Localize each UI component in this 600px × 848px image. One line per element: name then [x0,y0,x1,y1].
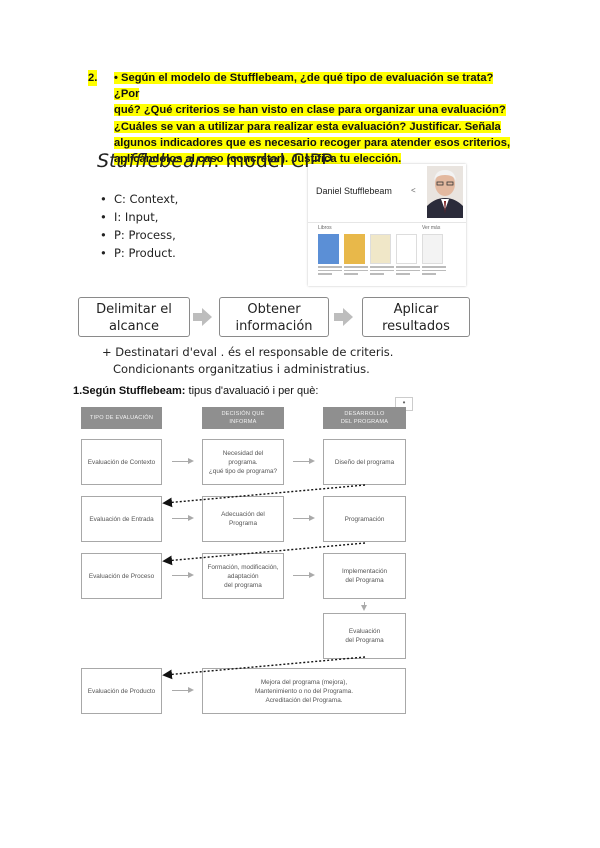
book-cover[interactable] [318,234,339,264]
question-line: ¿Cuáles se van a utilizar para realizar … [114,120,501,133]
box-evaluacion-entrada: Evaluación de Entrada [81,496,162,542]
box-programacion: Programación [323,496,406,542]
arrow-right-icon [172,687,194,695]
box-evaluacion-producto: Evaluación de Producto [81,668,162,714]
question-text: • Según el modelo de Stufflebeam, ¿de qu… [114,70,520,167]
notes: + Destinatari d'eval . és el responsable… [102,344,393,378]
divider [308,222,466,223]
question-line: qué? ¿Qué criterios se han visto en clas… [114,104,506,117]
header-tipo: TIPO DE EVALUACIÓN [81,407,162,429]
arrow-right-icon [172,458,194,466]
cipp-item: C: Context, [100,190,178,208]
books-label: Libros [318,225,332,231]
box-mejora-programa: Mejora del programa (mejora),Mantenimien… [202,668,406,714]
question-line: • Según el modelo de Stufflebeam, ¿de qu… [114,72,494,101]
arrow-right-icon [172,515,194,523]
note-line: + Destinatari d'eval . és el responsable… [102,345,394,359]
cipp-title: Stufflebeam: model CIPP [97,150,333,172]
box-evaluacion-contexto: Evaluación de Contexto [81,439,162,485]
flow-arrow-icon [334,308,353,326]
cipp-item: P: Process, [100,226,178,244]
note-line: Condicionants organitzatius i administra… [113,362,370,376]
cipp-item: P: Product. [100,244,178,262]
share-icon[interactable]: < [411,186,416,195]
book-cover[interactable] [396,234,417,264]
cipp-list: C: Context, I: Input, P: Process, P: Pro… [100,190,178,262]
feedback-arrows [162,484,366,680]
book-caption [422,266,446,280]
arrow-down-icon [361,602,369,611]
arrow-right-icon [293,515,315,523]
book-caption [396,266,420,280]
book-cover[interactable] [422,234,443,264]
section-heading: 1.Según Stufflebeam: tipus d'avaluació i… [73,385,319,397]
book-caption [344,266,368,280]
question-line: aplicándolos al caso (concretar). Justif… [114,153,402,166]
more-label[interactable]: Ver más [422,225,441,231]
question-number: 2. [88,70,98,87]
question-line: algunos indicadores que es necesario rec… [114,136,511,149]
box-evaluacion-proceso: Evaluación de Proceso [81,553,162,599]
card-name: Daniel Stufflebeam [316,186,392,196]
book-caption [370,266,394,280]
question-block: 2. • Según el modelo de Stufflebeam, ¿de… [88,70,520,167]
book-cover[interactable] [344,234,365,264]
cipp-item: I: Input, [100,208,178,226]
book-caption [318,266,342,280]
arrow-right-icon [172,572,194,580]
portrait-photo [427,166,463,218]
arrow-right-icon [293,458,315,466]
knowledge-card: Daniel Stufflebeam < Libros Ver más [308,164,466,286]
flow-arrow-icon [193,308,212,326]
book-cover[interactable] [370,234,391,264]
arrow-right-icon [293,572,315,580]
box-diseno-programa: Diseño del programa [323,439,406,485]
